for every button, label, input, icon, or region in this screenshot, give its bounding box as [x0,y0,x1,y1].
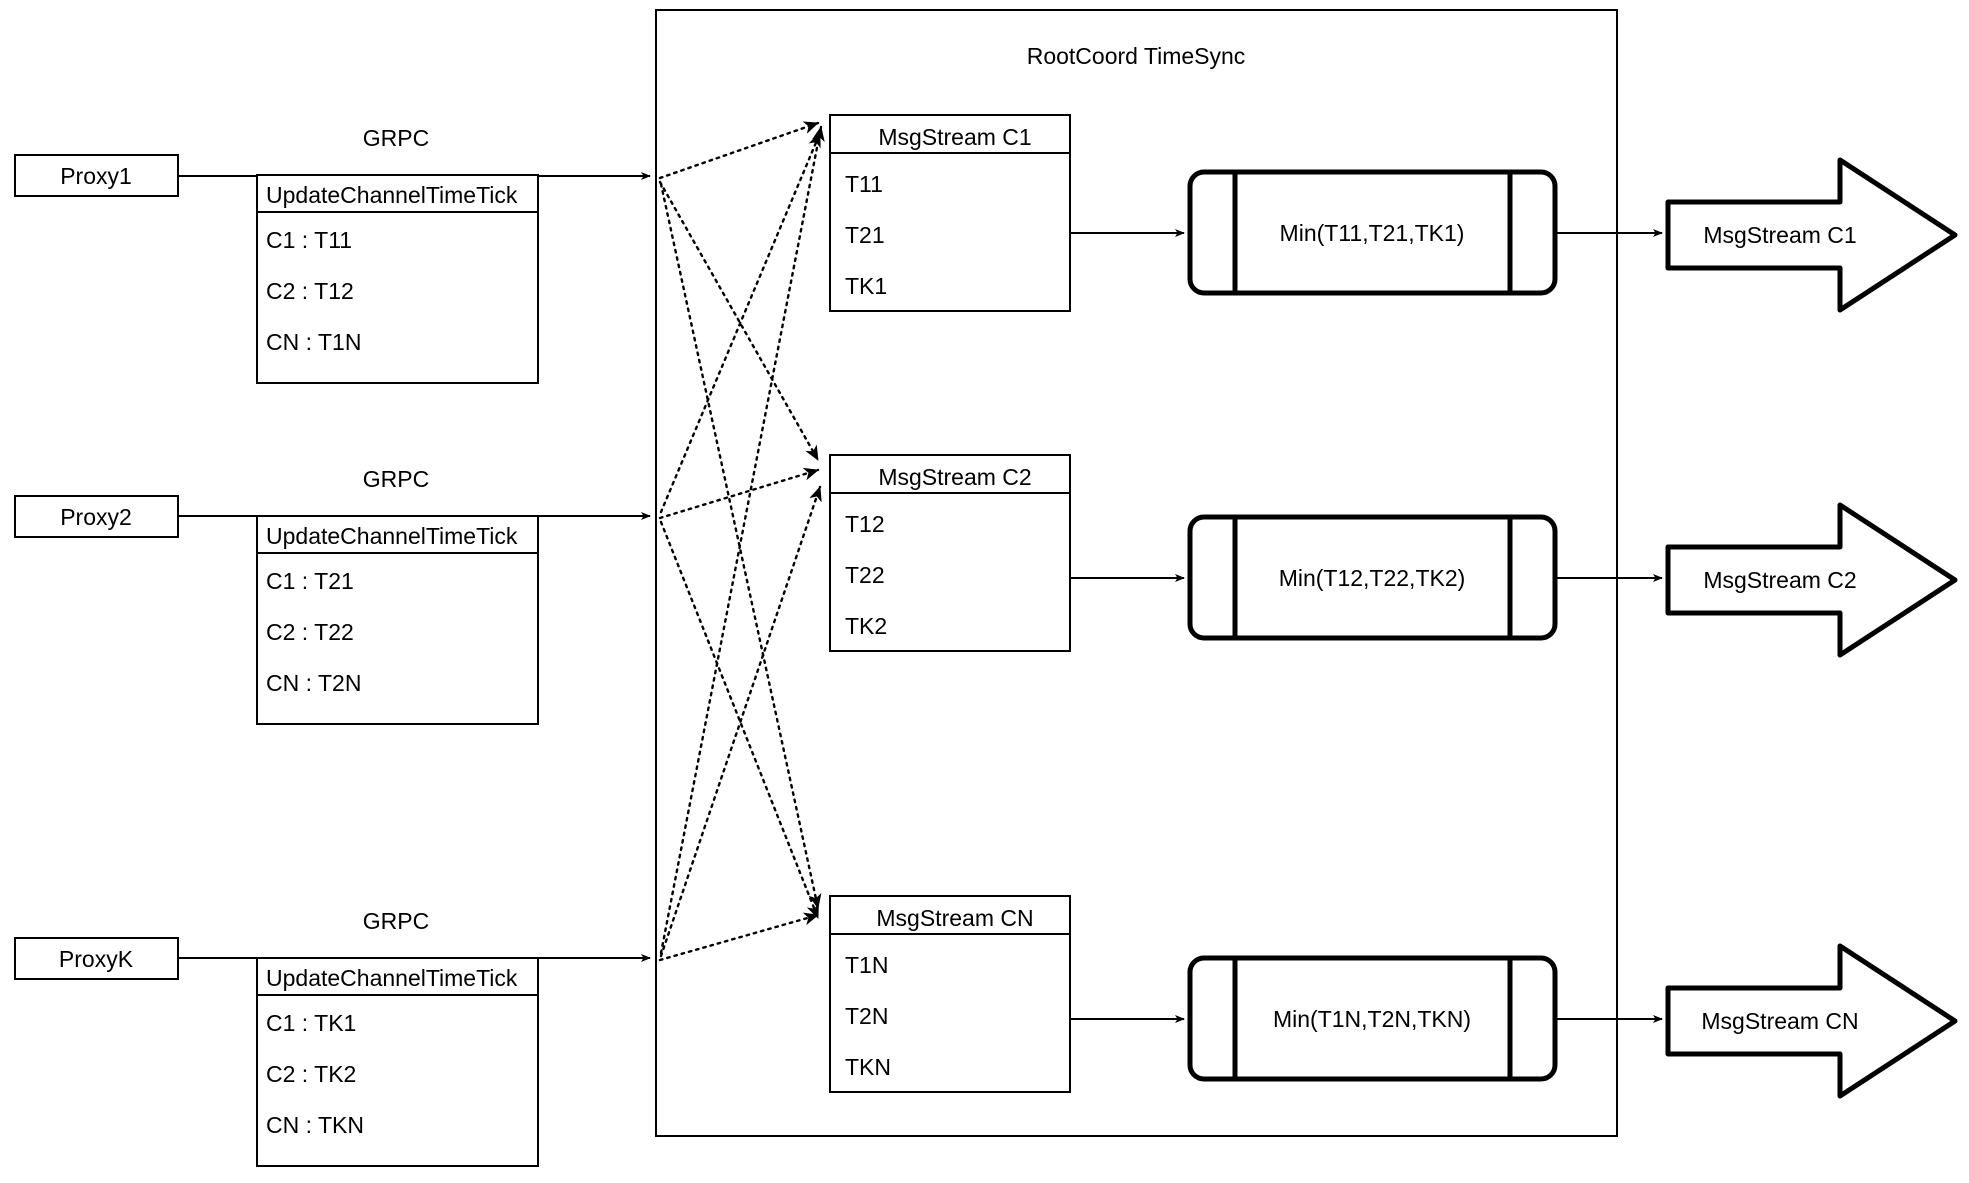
request-row-3-2: CN : TKN [266,1112,364,1138]
msgstream-row-1-2: TK1 [845,273,887,299]
msgstream-row-2-0: T12 [845,511,885,537]
request-title-1: UpdateChannelTimeTick [266,182,518,208]
channel-group-3: MsgStream CN T1N T2N TKN Min(T1N,T2N,TKN… [829,895,1958,1099]
dispatch-edge-2-3 [659,520,820,920]
msgstream-row-3-0: T1N [845,952,888,978]
grpc-link-label-2: GRPC [363,466,429,492]
msgstream-row-2-1: T22 [845,562,885,588]
min-label-2: Min(T12,T22,TK2) [1279,565,1466,591]
request-row-1-2: CN : T1N [266,329,361,355]
min-process-box-3: Min(T1N,T2N,TKN) [1187,955,1558,1082]
grpc-link-label-3: GRPC [363,908,429,934]
container-title: RootCoord TimeSync [1027,43,1246,69]
dispatch-edge-3-1 [659,125,825,955]
proxy-box-2[interactable] [14,495,179,538]
msgstream-row-3-2: TKN [845,1054,891,1080]
msgstream-title-1: MsgStream C1 [878,124,1031,150]
msgstream-box-2 [829,454,1071,652]
msgstream-box-3 [829,895,1071,1093]
channel-group-1: MsgStream C1 T11 T21 TK1 Min(T11,T21,TK1… [829,114,1958,313]
grpc-link-label-1: GRPC [363,125,429,151]
request-row-2-1: C2 : T22 [266,619,354,645]
proxy-group-1: Proxy1 GRPC UpdateChannelTimeTick C1 : T… [14,125,651,384]
proxy-box-3[interactable] [14,937,179,980]
msgstream-title-2: MsgStream C2 [878,464,1031,490]
proxy-group-3: ProxyK GRPC UpdateChannelTimeTick C1 : T… [14,908,651,1167]
min-label-1: Min(T11,T21,TK1) [1280,220,1465,246]
output-block-arrow-3: MsgStream CN [1665,943,1958,1099]
proxy-label-2: Proxy2 [60,504,132,530]
output-block-arrow-1: MsgStream C1 [1665,157,1958,313]
msgstream-row-1-1: T21 [845,222,885,248]
request-row-2-2: CN : T2N [266,670,361,696]
msgstream-title-3: MsgStream CN [876,905,1033,931]
request-box-3 [256,957,539,1167]
request-row-1-1: C2 : T12 [266,278,354,304]
output-label-2: MsgStream C2 [1703,567,1856,593]
proxy-group-2: Proxy2 GRPC UpdateChannelTimeTick C1 : T… [14,466,651,725]
request-box-2 [256,515,539,725]
output-label-3: MsgStream CN [1701,1008,1858,1034]
rootcoord-timesync-container: RootCoord TimeSync [655,9,1618,1137]
timetick-dispatch-mesh [658,121,825,962]
msgstream-row-2-2: TK2 [845,613,887,639]
request-row-3-1: C2 : TK2 [266,1061,356,1087]
msgstream-row-3-1: T2N [845,1003,888,1029]
request-title-2: UpdateChannelTimeTick [266,523,518,549]
proxy-label-3: ProxyK [59,946,134,972]
min-process-box-1: Min(T11,T21,TK1) [1187,169,1558,296]
dispatch-edge-1-1 [658,121,820,180]
channel-group-2: MsgStream C2 T12 T22 TK2 Min(T12,T22,TK2… [829,454,1958,658]
dispatch-edge-1-2 [658,180,820,462]
msgstream-row-1-0: T11 [845,171,883,197]
dispatch-edge-3-2 [659,485,822,958]
request-row-3-0: C1 : TK1 [266,1010,356,1036]
proxy-label-1: Proxy1 [60,163,132,189]
msgstream-box-1 [829,114,1071,312]
min-label-3: Min(T1N,T2N,TKN) [1273,1006,1471,1032]
dispatch-edge-3-3 [658,912,820,962]
output-block-arrow-2: MsgStream C2 [1665,502,1958,658]
output-label-1: MsgStream C1 [1703,222,1856,248]
min-process-box-2: Min(T12,T22,TK2) [1187,514,1558,641]
request-row-2-0: C1 : T21 [266,568,354,594]
proxy-box-1[interactable] [14,154,179,197]
request-row-1-0: C1 : T11 [266,227,352,253]
request-box-1 [256,174,539,384]
request-title-3: UpdateChannelTimeTick [266,965,518,991]
dispatch-edge-2-1 [659,131,822,514]
dispatch-edge-2-2 [658,467,820,520]
